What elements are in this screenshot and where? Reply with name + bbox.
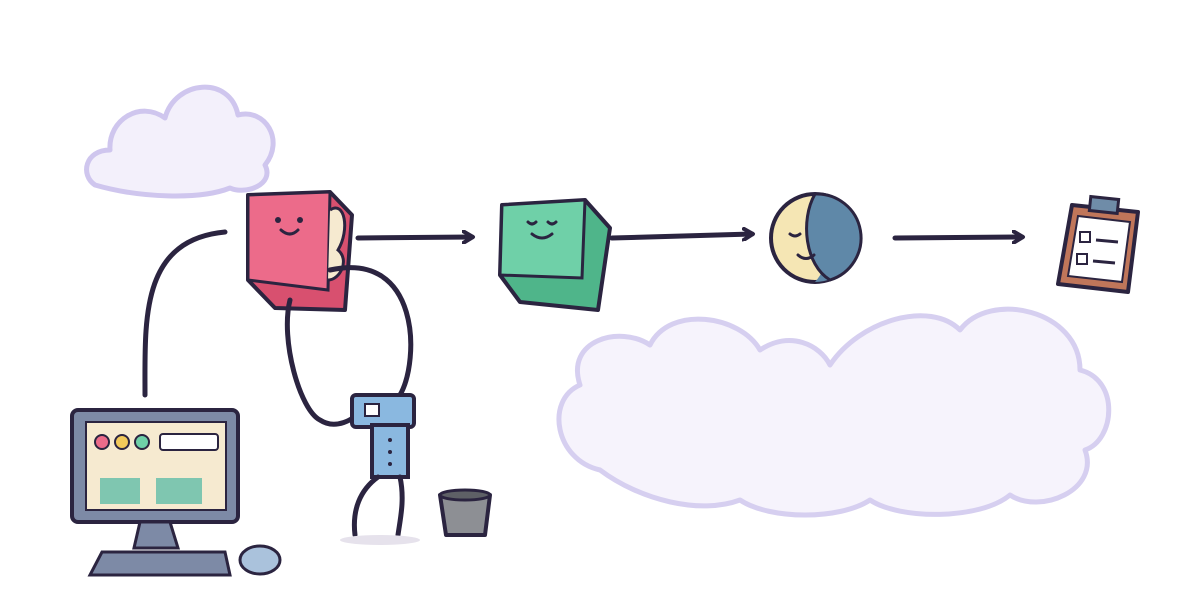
arrow-icon	[892, 237, 1022, 238]
pink-cube-icon	[246, 190, 354, 312]
clipboard-icon	[1056, 194, 1140, 294]
moon-icon	[769, 192, 863, 284]
robot-icon	[284, 265, 420, 545]
cloud-icon	[556, 306, 1112, 518]
cable-line	[142, 229, 228, 398]
bucket-icon	[438, 488, 492, 537]
desktop-computer-icon	[70, 408, 282, 577]
green-cube-icon	[498, 198, 612, 312]
cloud-icon	[84, 84, 276, 199]
arrow-icon	[355, 237, 472, 238]
arrow-icon	[609, 234, 752, 238]
